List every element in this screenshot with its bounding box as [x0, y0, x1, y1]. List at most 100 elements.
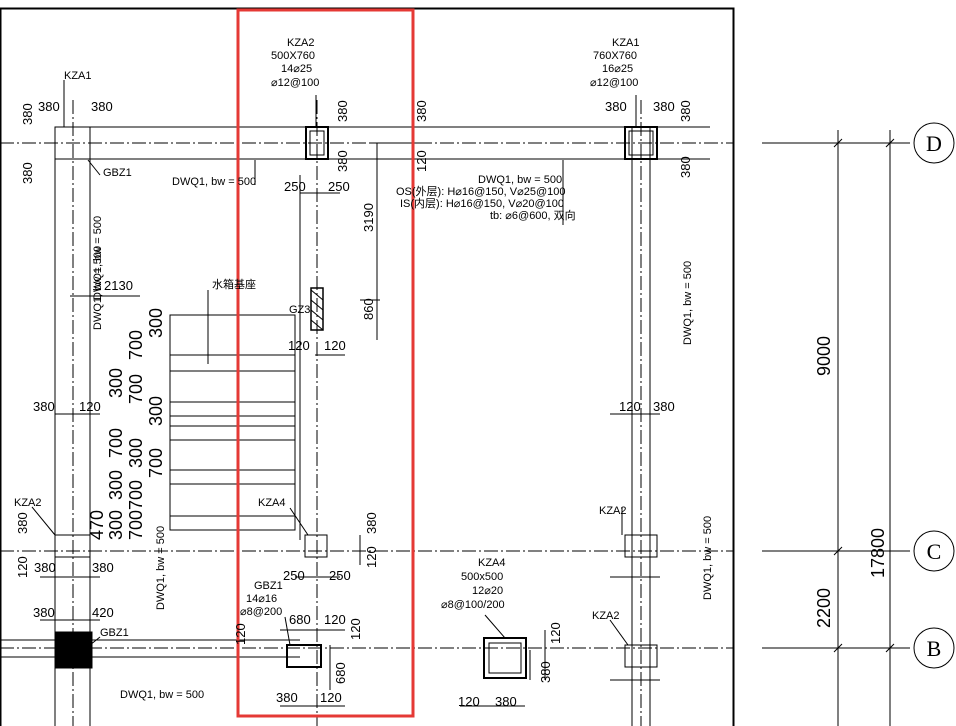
dim-text: 120: [233, 623, 248, 645]
dim-text: 250: [328, 179, 350, 194]
stack-dim: 300: [146, 308, 166, 338]
left-dimension-stack: 300 700 300 700 300 700 300 700 300 700 …: [106, 308, 166, 540]
dimension-lines: [40, 142, 660, 707]
axis-bubble-b: [913, 627, 955, 669]
highlight-box: [236, 8, 415, 718]
gbz1-low-a-label: GBZ1: [100, 627, 129, 639]
dim-text: 380: [653, 99, 675, 114]
axis-label-b: B: [927, 636, 942, 661]
stack-dim: 700: [106, 428, 126, 458]
dwq-left-v3-label: DWQ1, bw = 500: [155, 526, 167, 610]
kza2-right-mid-label: KZA2: [599, 505, 627, 517]
dwq-top-right-label: DWQ1, bw = 500: [478, 174, 562, 186]
dwq-right-v1-label: DWQ1, bw = 500: [682, 261, 694, 345]
gbz1-top-label: GBZ1: [103, 167, 132, 179]
kza2-top-stirrup: ⌀12@100: [271, 77, 319, 89]
gz3-label: GZ3: [289, 304, 310, 316]
element-labels: KZA2 500X760 14⌀25 ⌀12@100 KZA1 760X760 …: [14, 37, 714, 701]
dim-text: 470: [87, 510, 107, 540]
kza2-right-low-label: KZA2: [592, 610, 620, 622]
stack-dim: 700: [126, 330, 146, 360]
dim-text: 120: [324, 338, 346, 353]
stack-dim: 300: [146, 396, 166, 426]
dwq-right-v2-label: DWQ1, bw = 500: [702, 516, 714, 600]
kza1-left-label: KZA1: [64, 70, 92, 82]
gbz1-low-b-stirrup: ⌀8@200: [240, 606, 282, 618]
kza1-top-size: 760X760: [593, 50, 637, 62]
axis-scale: [762, 130, 910, 726]
dim-text: 120: [324, 612, 346, 627]
tank-base: [169, 290, 296, 531]
dim-text: 120: [79, 399, 101, 414]
dim-text: 380: [34, 560, 56, 575]
dim-text: 120: [364, 546, 379, 568]
stack-dim: 700: [126, 374, 146, 404]
kza4-right-size: 500x500: [461, 571, 503, 583]
dim-text: 380: [276, 690, 298, 705]
dimension-texts: 380 380 380 380 380 380 380 120 380 380 …: [15, 99, 888, 709]
dim-text: 250: [283, 568, 305, 583]
dwq-bottom-label: DWQ1, bw = 500: [120, 689, 204, 701]
dim-text: 380: [33, 605, 55, 620]
leaders: [31, 80, 637, 646]
kza4-mid-label: KZA4: [258, 497, 286, 509]
kza2-top-size: 500X760: [271, 50, 315, 62]
dim-text: 420: [92, 605, 114, 620]
dim-17800: 17800: [868, 528, 888, 578]
dim-text: 680: [333, 662, 348, 684]
dwq-top-left-label: DWQ1, bw = 500: [172, 176, 256, 188]
dim-text: 2130: [104, 278, 133, 293]
dwq-left-v2-label: DWQ1, bw = 500: [92, 246, 104, 330]
axis-bubble-c: [913, 530, 955, 572]
dim-text: 380: [605, 99, 627, 114]
dim-text: 380: [678, 100, 693, 122]
dwq-top-right-os: OS(外层): H⌀16@150, V⌀25@100: [396, 185, 565, 198]
dim-text: 380: [33, 399, 55, 414]
kza1-top-label: KZA1: [612, 37, 640, 49]
grid-lines: [0, 100, 733, 726]
stack-dim: 300: [106, 368, 126, 398]
dim-text: 380: [20, 103, 35, 125]
dim-text: 380: [15, 512, 30, 534]
stack-dim: 700: [126, 480, 146, 510]
dwq-left-v1-label: DWQ1, bw = 500: [92, 216, 104, 300]
dim-text: 380: [20, 162, 35, 184]
dim-text: 860: [361, 298, 376, 320]
kza1-top-stirrup: ⌀12@100: [590, 77, 638, 89]
dim-text: 380: [92, 560, 114, 575]
stack-dim: 300: [126, 438, 146, 468]
dim-text: 120: [320, 690, 342, 705]
dim-text: 3190: [361, 203, 376, 232]
dim-2200: 2200: [814, 588, 834, 628]
gbz1-low-b-label: GBZ1: [254, 580, 283, 592]
dwq-top-right-is: IS(内层): H⌀16@150, V⌀20@100: [400, 196, 564, 210]
kza1-top-rebar: 16⌀25: [602, 63, 633, 75]
walls: [0, 126, 710, 726]
dim-text: 380: [678, 156, 693, 178]
dim-text: 380: [495, 694, 517, 709]
dim-text: 380: [364, 512, 379, 534]
dim-text: 250: [329, 568, 351, 583]
kza4-right-label: KZA4: [478, 557, 506, 569]
stack-dim: 700: [146, 448, 166, 478]
dim-text: 380: [414, 100, 429, 122]
axis-label-d: D: [926, 131, 942, 156]
dim-text: 120: [414, 150, 429, 172]
dim-text: 120: [548, 622, 563, 644]
kza2-top-label: KZA2: [287, 37, 315, 49]
dim-text: 120: [15, 556, 30, 578]
kza4-right-rebar: 12⌀20: [472, 585, 503, 597]
kza2-left-label: KZA2: [14, 497, 42, 509]
gbz1-low-b-rebar: 14⌀16: [246, 593, 277, 605]
axis-bubble-d: [913, 122, 955, 164]
axis-label-c: C: [927, 539, 942, 564]
tank-label: 水箱基座: [212, 277, 256, 291]
dim-text: 120: [619, 399, 641, 414]
dim-text: 120: [348, 618, 363, 640]
dim-text: 120: [288, 338, 310, 353]
dim-text: 120: [458, 694, 480, 709]
stack-dim: 700: [126, 510, 146, 540]
stack-dim: 300: [106, 470, 126, 500]
kza2-top-rebar: 14⌀25: [281, 63, 312, 75]
